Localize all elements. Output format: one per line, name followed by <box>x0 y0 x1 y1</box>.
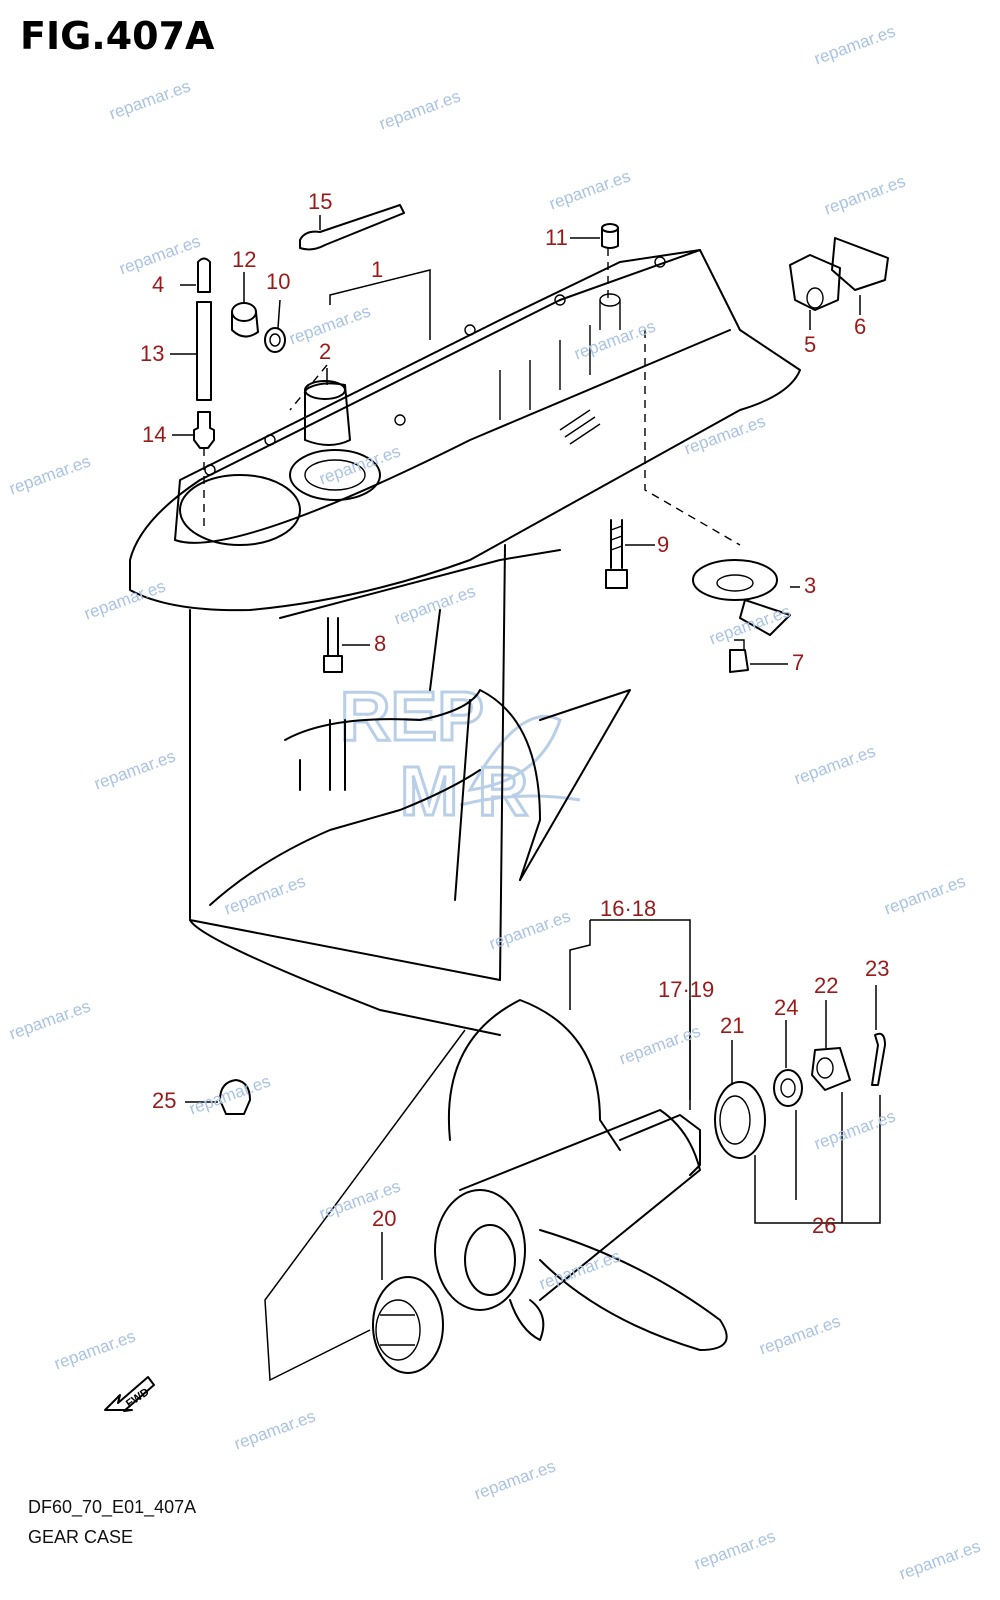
callout-8[interactable]: 8 <box>374 631 387 656</box>
callout-1[interactable]: 1 <box>371 257 384 282</box>
part-23-cotter-pin <box>871 1032 886 1086</box>
callout-20[interactable]: 20 <box>372 1206 397 1231</box>
part-25-plug <box>219 1079 251 1115</box>
leader-16-18 <box>569 919 691 1100</box>
callout-24[interactable]: 24 <box>774 995 799 1020</box>
dashed-guide-2 <box>289 364 328 411</box>
part-24-washer <box>773 1069 803 1107</box>
part-21-spacer <box>714 1081 766 1159</box>
watermark-logo: REP M R <box>339 676 581 832</box>
part-10-washer <box>264 327 286 353</box>
figure-code: DF60_70_E01_407A <box>28 1497 197 1517</box>
callout-3[interactable]: 3 <box>804 573 817 598</box>
callout-7[interactable]: 7 <box>792 650 805 675</box>
part-15-strap <box>299 204 405 251</box>
callout-9[interactable]: 9 <box>657 532 670 557</box>
callout-2[interactable]: 2 <box>319 339 332 364</box>
gear-case-housing <box>129 249 801 1036</box>
part-13-pipe <box>196 301 212 401</box>
figure-caption: GEAR CASE <box>28 1527 134 1547</box>
callout-6[interactable]: 6 <box>854 314 867 339</box>
callout-4[interactable]: 4 <box>152 272 165 297</box>
callout-13[interactable]: 13 <box>140 341 165 366</box>
dashed-guide-3 <box>644 330 741 546</box>
part-3-anode <box>692 559 791 636</box>
callout-11[interactable]: 11 <box>545 225 568 250</box>
callout-17-19[interactable]: 17·19 <box>658 977 715 1002</box>
callout-16-18[interactable]: 16·18 <box>600 896 657 921</box>
callout-15[interactable]: 15 <box>308 189 333 214</box>
callout-12[interactable]: 12 <box>232 247 257 272</box>
propeller <box>434 999 728 1351</box>
callout-26[interactable]: 26 <box>812 1213 837 1238</box>
callout-22[interactable]: 22 <box>814 973 839 998</box>
figure-title: FIG.407A <box>20 14 215 58</box>
part-22-nut <box>811 1047 851 1091</box>
part-14-nipple <box>193 411 215 449</box>
part-4-nipple <box>197 257 211 293</box>
part-8-bolt <box>323 617 343 673</box>
callout-5[interactable]: 5 <box>804 332 817 357</box>
part-11-dowel <box>601 223 619 249</box>
callout-14[interactable]: 14 <box>142 422 167 447</box>
part-9-bolt <box>605 519 628 589</box>
part-7-bolt <box>729 639 749 673</box>
leader-1 <box>329 269 431 340</box>
leader-26 <box>754 1092 881 1224</box>
callout-25[interactable]: 25 <box>152 1088 177 1113</box>
svg-text:REP: REP <box>340 677 484 755</box>
part-6-plate <box>831 237 889 291</box>
callout-23[interactable]: 23 <box>865 956 890 981</box>
callout-21[interactable]: 21 <box>720 1013 745 1038</box>
callout-10[interactable]: 10 <box>266 269 291 294</box>
part-12-plug <box>231 302 259 338</box>
fwd-arrow-icon: FWD <box>104 1376 155 1412</box>
part-5-bracket <box>789 254 841 311</box>
guide-propeller-left <box>264 1029 466 1382</box>
part-20-stopper <box>372 1276 444 1374</box>
leader-10 <box>277 299 281 329</box>
